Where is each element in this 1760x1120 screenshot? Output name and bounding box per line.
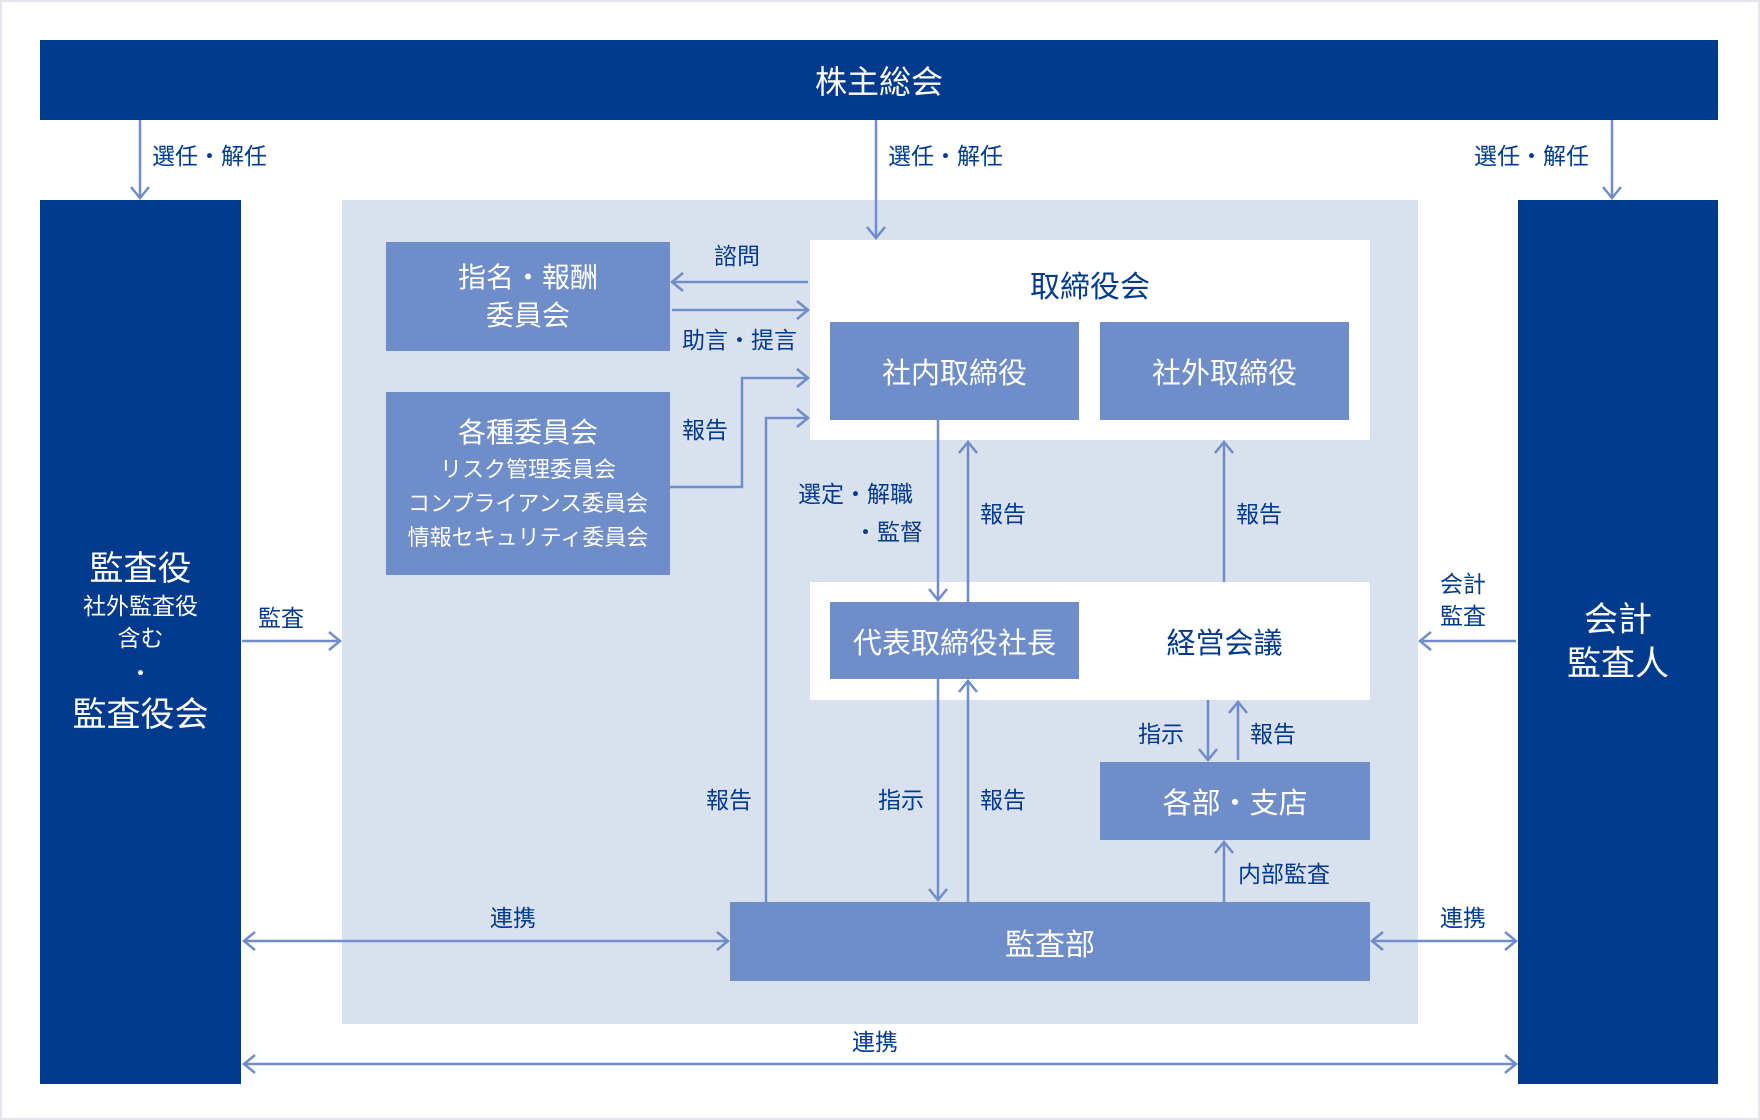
management-meeting-label: 経営会議	[1166, 625, 1283, 660]
label-accounting-audit-2: 監査	[1440, 604, 1486, 630]
various-committees-title: 各種委員会	[457, 415, 598, 449]
departments-label: 各部・支店	[1162, 786, 1308, 820]
arrow-head	[130, 186, 150, 200]
label-instruct-depts: 指示	[1138, 722, 1184, 748]
arrow-head	[1214, 440, 1234, 454]
auditors-title: 監査役	[89, 549, 192, 589]
label-instruct-audit: 指示	[878, 788, 924, 814]
label-consult: 諮問	[714, 244, 760, 270]
outside-directors: 社外取締役	[1100, 322, 1349, 420]
label-cooperate-bottom: 連携	[852, 1030, 898, 1056]
arrow-head	[1504, 931, 1518, 951]
arrow-head	[796, 408, 810, 428]
inside-directors-label: 社内取締役	[881, 356, 1027, 390]
label-select-line2: ・監督	[854, 520, 923, 546]
arrow-head	[958, 440, 978, 454]
nomination-line1: 指名・報酬	[457, 260, 598, 294]
label-cooperate-left: 連携	[490, 906, 536, 932]
label-elect-right: 選任・解任	[1474, 144, 1589, 170]
arrow-head	[1418, 631, 1432, 651]
committee-item-security: 情報セキュリティ委員会	[407, 525, 649, 551]
label-audit-report-pres: 報告	[980, 788, 1026, 814]
label-accounting-audit-1: 会計	[1440, 572, 1486, 598]
auditors-sub2: 含む	[117, 626, 164, 652]
label-depts-report: 報告	[1250, 722, 1296, 748]
board-title: 取締役会	[1030, 270, 1150, 305]
arrow-head	[1602, 186, 1622, 200]
shareholders-label: 株主総会	[814, 63, 943, 101]
arrow-head	[716, 931, 730, 951]
arrow-head	[1214, 840, 1234, 854]
label-elect-left: 選任・解任	[152, 144, 267, 170]
label-elect-center: 選任・解任	[888, 144, 1003, 170]
arrow-committee-report	[670, 376, 808, 489]
auditors-board: 監査役 社外監査役 含む ・ 監査役会	[40, 200, 241, 1084]
departments-branches: 各部・支店	[1100, 762, 1370, 840]
accounting-auditor-line2: 監査人	[1567, 644, 1669, 684]
arrow-head	[1198, 748, 1218, 762]
arrow-head	[796, 300, 810, 320]
outside-directors-label: 社外取締役	[1151, 356, 1297, 390]
arrow-head	[1504, 1054, 1518, 1074]
label-audit: 監査	[258, 606, 304, 632]
arrow-head	[928, 588, 948, 602]
label-select-line1: 選定・解職	[798, 482, 913, 508]
nomination-compensation-committee: 指名・報酬 委員会	[386, 242, 670, 351]
arrow-head	[242, 1054, 256, 1074]
committee-item-risk: リスク管理委員会	[439, 457, 616, 483]
arrow-head	[328, 631, 342, 651]
audit-department: 監査部	[730, 902, 1370, 981]
president: 代表取締役社長	[830, 602, 1079, 679]
arrow-head	[958, 679, 978, 693]
label-cooperate-right: 連携	[1440, 906, 1486, 932]
management-meeting: 経営会議	[1100, 602, 1349, 679]
inside-directors: 社内取締役	[830, 322, 1079, 420]
arrow-head	[796, 368, 810, 388]
arrow-head	[242, 931, 256, 951]
auditors-dot: ・	[129, 661, 152, 687]
arrow-head	[1228, 700, 1248, 714]
committee-item-compliance: コンプライアンス委員会	[407, 491, 649, 517]
arrow-head	[1370, 931, 1384, 951]
label-internal-audit: 内部監査	[1238, 862, 1330, 888]
arrow-head	[866, 226, 886, 240]
label-committee-report: 報告	[682, 418, 728, 444]
nomination-line2: 委員会	[485, 298, 570, 332]
label-audit-report-board: 報告	[706, 788, 752, 814]
accounting-auditor: 会計 監査人	[1518, 200, 1718, 1084]
various-committees: 各種委員会 リスク管理委員会 コンプライアンス委員会 情報セキュリティ委員会	[386, 392, 670, 575]
auditors-board-title: 監査役会	[72, 695, 209, 735]
president-label: 代表取締役社長	[852, 625, 1056, 660]
label-advice: 助言・提言	[682, 328, 797, 354]
shareholders-meeting: 株主総会	[40, 40, 1718, 120]
arrow-head	[670, 272, 684, 292]
arrow-head	[928, 888, 948, 902]
accounting-auditor-line1: 会計	[1584, 600, 1652, 640]
audit-department-label: 監査部	[1005, 927, 1095, 963]
arrow-audit-report-board	[764, 416, 808, 902]
auditors-sub1: 社外監査役	[83, 594, 198, 620]
label-meeting-report: 報告	[1236, 502, 1282, 528]
label-president-report: 報告	[980, 502, 1026, 528]
